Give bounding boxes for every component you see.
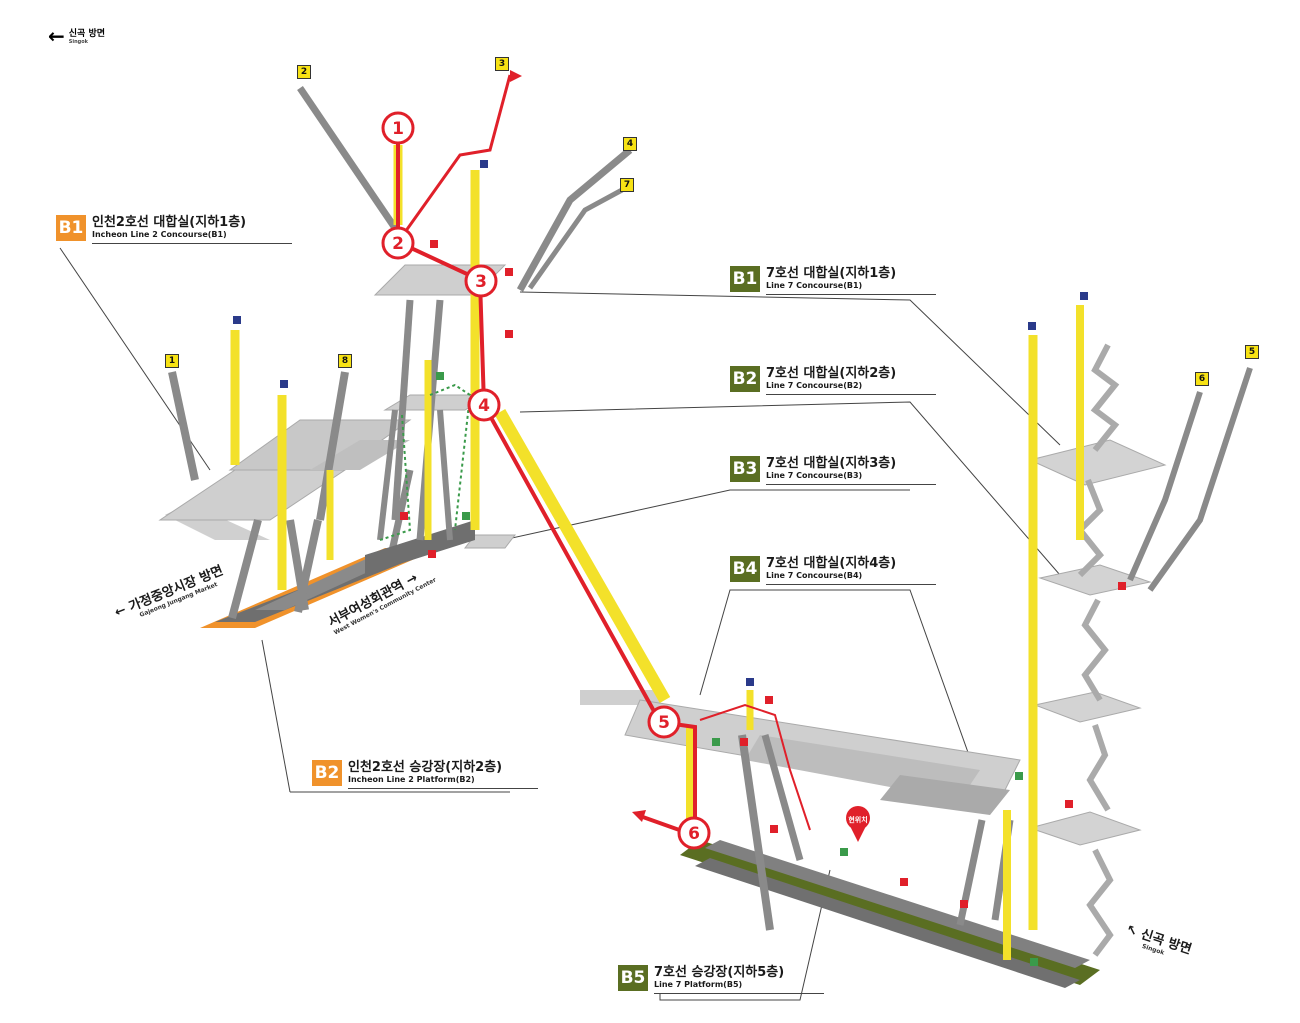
- facility-icons: [233, 160, 1126, 966]
- floor-badge-b3: B3: [730, 456, 760, 482]
- step-3-label: 3: [475, 272, 487, 292]
- step-5-marker: [647, 705, 681, 739]
- label-ko: 인천2호선 대합실(지하1층): [92, 215, 247, 230]
- arrow-left-icon: ←: [48, 23, 65, 48]
- floor-badge-b2: B2: [312, 760, 342, 786]
- current-location-text: 현위치: [848, 815, 867, 824]
- step-3-marker: [464, 264, 498, 298]
- floor-badge-b1: B1: [730, 266, 760, 292]
- label-ko: 7호선 대합실(지하1층): [766, 266, 897, 281]
- direction-top-ko: 신곡 방면: [68, 29, 106, 39]
- label-b1-incheon: B1 인천2호선 대합실(지하1층) Incheon Line 2 Concou…: [56, 215, 292, 244]
- exit-5-badge: 5: [1245, 345, 1259, 359]
- step-6-marker: [677, 816, 711, 850]
- direction-top-en: Singok: [68, 39, 88, 45]
- label-b3-line7: B3 7호선 대합실(지하3층) Line 7 Concourse(B3): [730, 456, 936, 485]
- step-1-marker: [381, 111, 415, 145]
- label-en: Incheon Line 2 Concourse(B1): [92, 230, 227, 239]
- label-b4-line7: B4 7호선 대합실(지하4층) Line 7 Concourse(B4): [730, 556, 936, 585]
- step-6-label: 6: [688, 824, 700, 844]
- label-en: Line 7 Concourse(B1): [766, 281, 863, 290]
- label-b1-line7: B1 7호선 대합실(지하1층) Line 7 Concourse(B1): [730, 266, 936, 295]
- label-en: Line 7 Concourse(B4): [766, 571, 863, 580]
- label-b2-incheon: B2 인천2호선 승강장(지하2층) Incheon Line 2 Platfo…: [312, 760, 538, 789]
- exit-7-badge: 7: [620, 178, 634, 192]
- direction-top: ← 신곡 방면 Singok: [48, 23, 106, 48]
- step-2-label: 2: [392, 234, 404, 254]
- exit-8-badge: 8: [338, 354, 352, 368]
- line7-structure: [580, 305, 1253, 988]
- exit-4-badge: 4: [623, 137, 637, 151]
- exit-2-badge: 2: [297, 65, 311, 79]
- label-ko: 7호선 대합실(지하3층): [766, 456, 897, 471]
- label-b2-line7: B2 7호선 대합실(지하2층) Line 7 Concourse(B2): [730, 366, 936, 395]
- central-structure: [297, 86, 633, 575]
- step-2-marker: [381, 226, 415, 260]
- exit-6-badge: 6: [1195, 372, 1209, 386]
- exit-1-badge: 1: [165, 354, 179, 368]
- label-en: Line 7 Concourse(B3): [766, 471, 863, 480]
- label-b5-line7: B5 7호선 승강장(지하5층) Line 7 Platform(B5): [618, 965, 824, 994]
- current-location-pin: [846, 806, 870, 830]
- route-step-markers: [381, 111, 870, 850]
- label-ko: 7호선 대합실(지하2층): [766, 366, 897, 381]
- floor-badge-b1: B1: [56, 215, 86, 241]
- label-en: Line 7 Platform(B5): [654, 980, 743, 989]
- label-ko: 인천2호선 승강장(지하2층): [348, 760, 503, 775]
- step-1-label: 1: [392, 119, 404, 139]
- floor-badge-b4: B4: [730, 556, 760, 582]
- label-ko: 7호선 승강장(지하5층): [654, 965, 785, 980]
- label-en: Line 7 Concourse(B2): [766, 381, 863, 390]
- floor-badge-b5: B5: [618, 965, 648, 991]
- step-4-marker: [467, 388, 501, 422]
- step-4-label: 4: [478, 396, 490, 416]
- label-en: Incheon Line 2 Platform(B2): [348, 775, 475, 784]
- label-ko: 7호선 대합실(지하4층): [766, 556, 897, 571]
- floor-badge-b2: B2: [730, 366, 760, 392]
- step-5-label: 5: [658, 713, 670, 733]
- exit-3-badge: 3: [495, 57, 509, 71]
